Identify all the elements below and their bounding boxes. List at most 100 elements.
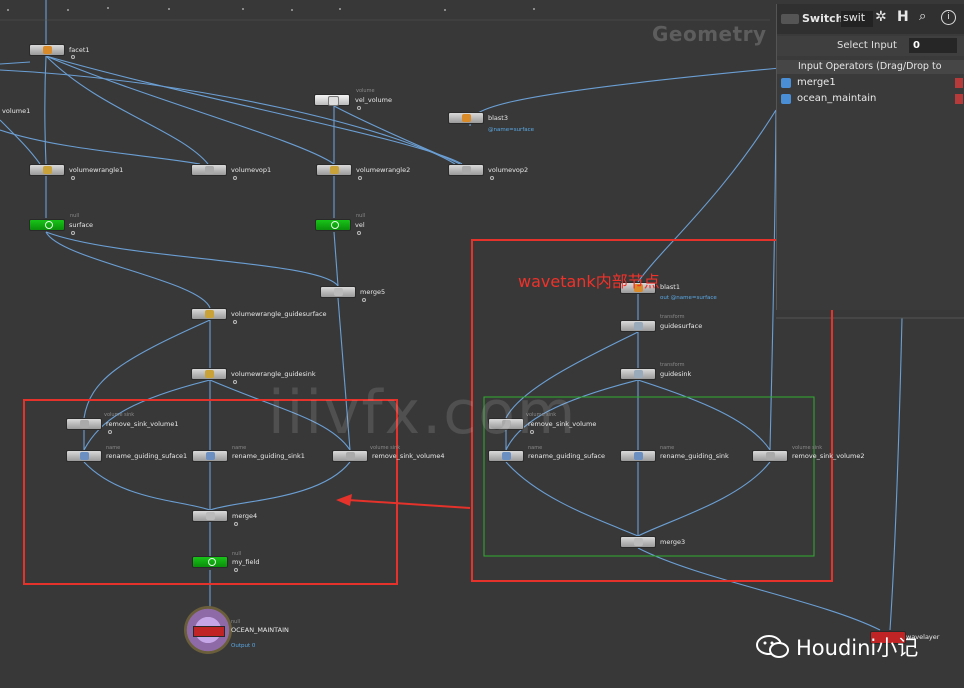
node-type: null bbox=[231, 619, 241, 625]
node-merge5[interactable] bbox=[320, 286, 356, 298]
node-wavelayer[interactable] bbox=[870, 631, 906, 644]
node-label: facet1 bbox=[69, 46, 90, 54]
node-label: merge4 bbox=[232, 512, 258, 520]
red-arrow bbox=[347, 499, 471, 509]
node-rename-guiding-suface1[interactable] bbox=[66, 450, 102, 462]
node-name-field[interactable]: swit bbox=[841, 11, 873, 27]
node-type: null bbox=[232, 551, 242, 557]
input-operator-row[interactable]: ocean_maintain bbox=[779, 92, 964, 106]
node-label: guidesink bbox=[660, 370, 692, 378]
bypass-flag[interactable] bbox=[233, 380, 237, 384]
node-remove-sink-volume1[interactable] bbox=[66, 418, 102, 430]
select-input-row: Select Input 0 bbox=[777, 36, 964, 56]
name-icon bbox=[206, 452, 215, 460]
node-type: volume bbox=[356, 88, 375, 94]
node-label: volumewrangle_guidesink bbox=[231, 370, 316, 378]
bypass-flag[interactable] bbox=[357, 106, 361, 110]
help-icon[interactable]: H bbox=[897, 9, 909, 25]
bypass-flag[interactable] bbox=[530, 430, 534, 434]
bypass-flag[interactable] bbox=[71, 176, 75, 180]
bypass-flag[interactable] bbox=[71, 55, 75, 59]
node-blast3[interactable] bbox=[448, 112, 484, 124]
bypass-flag[interactable] bbox=[233, 176, 237, 180]
bypass-flag[interactable] bbox=[358, 176, 362, 180]
node-rename-guiding-sink[interactable] bbox=[620, 450, 656, 462]
transform-icon bbox=[634, 322, 643, 330]
red-arrow-head bbox=[336, 494, 352, 506]
merge-icon bbox=[334, 288, 343, 296]
node-type: name bbox=[660, 445, 675, 451]
node-merge4[interactable] bbox=[192, 510, 228, 522]
node-vel-volume[interactable] bbox=[314, 94, 350, 106]
node-volumewrangle1[interactable] bbox=[29, 164, 65, 176]
node-guidesurface[interactable] bbox=[620, 320, 656, 332]
node-remove-sink-volume2[interactable] bbox=[752, 450, 788, 462]
bypass-flag[interactable] bbox=[233, 320, 237, 324]
red-box-right bbox=[471, 239, 833, 582]
null-icon bbox=[45, 221, 53, 229]
node-type: name bbox=[528, 445, 543, 451]
gear-icon[interactable]: ✲ bbox=[875, 9, 887, 25]
null-icon bbox=[208, 558, 216, 566]
bypass-flag[interactable] bbox=[234, 568, 238, 572]
name-icon bbox=[502, 452, 511, 460]
node-remove-sink-volume4[interactable] bbox=[332, 450, 368, 462]
node-label: guidesurface bbox=[660, 322, 703, 330]
node-type: null bbox=[70, 213, 80, 219]
search-icon[interactable]: ⌕ bbox=[919, 9, 927, 24]
red-box-left bbox=[23, 399, 398, 585]
node-guidesink[interactable] bbox=[620, 368, 656, 380]
node-ocean-maintain[interactable] bbox=[193, 626, 225, 637]
volume-sink-icon bbox=[346, 452, 355, 460]
node-surface[interactable] bbox=[29, 219, 65, 231]
wechat-icon bbox=[756, 635, 789, 658]
bypass-flag[interactable] bbox=[362, 298, 366, 302]
node-subtitle: out @name=surface bbox=[660, 295, 717, 301]
remove-input-button[interactable] bbox=[955, 78, 963, 88]
node-remove-sink-volume[interactable] bbox=[488, 418, 524, 430]
input-operators-header: Input Operators (Drag/Drop to bbox=[777, 60, 964, 74]
node-label: merge5 bbox=[360, 288, 386, 296]
node-blast1[interactable] bbox=[620, 282, 656, 294]
node-type: transform bbox=[660, 314, 685, 320]
volume-sink-icon bbox=[80, 420, 89, 428]
node-rename-guiding-sink1[interactable] bbox=[192, 450, 228, 462]
node-label: volume1 bbox=[2, 107, 31, 115]
node-type: volume sink bbox=[104, 412, 135, 418]
node-rename-guiding-suface[interactable] bbox=[488, 450, 524, 462]
node-volumewrangle-guidesurface[interactable] bbox=[191, 308, 227, 320]
wrangle-icon bbox=[330, 166, 339, 174]
switch-parameter-panel: Switch swit ✲ H ⌕ i Select Input 0 Input… bbox=[776, 4, 964, 310]
node-label: vel bbox=[355, 221, 365, 229]
bypass-flag[interactable] bbox=[234, 522, 238, 526]
node-volumewrangle-guidesink[interactable] bbox=[191, 368, 227, 380]
bypass-flag[interactable] bbox=[108, 430, 112, 434]
null-icon bbox=[331, 221, 339, 229]
bypass-flag[interactable] bbox=[357, 231, 361, 235]
vop-icon bbox=[205, 166, 214, 174]
node-label: volumewrangle2 bbox=[356, 166, 411, 174]
bypass-flag[interactable] bbox=[71, 231, 75, 235]
node-type: volume sink bbox=[792, 445, 823, 451]
node-facet1[interactable] bbox=[29, 44, 65, 56]
node-label: wavelayer bbox=[906, 633, 940, 641]
node-my-field[interactable] bbox=[192, 556, 228, 568]
node-label: volumevop2 bbox=[488, 166, 529, 174]
remove-input-button[interactable] bbox=[955, 94, 963, 104]
node-vel[interactable] bbox=[315, 219, 351, 231]
bypass-flag[interactable] bbox=[490, 176, 494, 180]
select-input-field[interactable]: 0 bbox=[909, 38, 957, 53]
node-type: name bbox=[106, 445, 121, 451]
node-volumevop2[interactable] bbox=[448, 164, 484, 176]
node-volumewrangle2[interactable] bbox=[316, 164, 352, 176]
blast-icon bbox=[462, 114, 471, 122]
node-merge3[interactable] bbox=[620, 536, 656, 548]
input-operator-row[interactable]: merge1 bbox=[779, 76, 964, 90]
info-icon[interactable]: i bbox=[941, 10, 956, 25]
facet-icon bbox=[43, 46, 52, 54]
wrangle-icon bbox=[205, 370, 214, 378]
watermark: iiivfx.com bbox=[268, 378, 578, 448]
node-label: vel_volume bbox=[355, 96, 392, 104]
node-volumevop1[interactable] bbox=[191, 164, 227, 176]
node-label: volumevop1 bbox=[231, 166, 272, 174]
